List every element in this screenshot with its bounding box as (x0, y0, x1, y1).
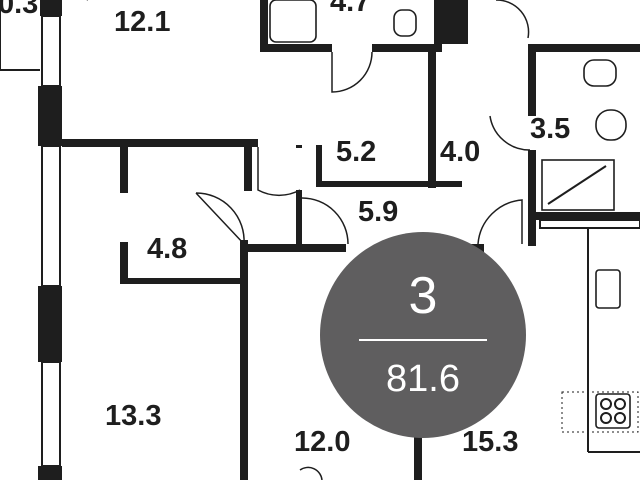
area-kitchen: 15.3 (462, 426, 519, 458)
doors (195, 0, 531, 480)
area-room-top-left: 12.1 (114, 6, 171, 38)
area-bathroom-right: 3.5 (530, 113, 571, 145)
area-balcony: 0.3 (0, 0, 39, 20)
area-room-left: 13.3 (105, 400, 162, 432)
total-area: 81.6 (386, 358, 460, 400)
room-count: 3 (408, 267, 438, 325)
apartment-summary-badge: 3 81.6 (320, 232, 526, 438)
kitchen-fixtures (539, 219, 640, 453)
area-wardrobe: 4.8 (147, 233, 188, 265)
exterior-wall-left (38, 0, 62, 480)
balcony (0, 0, 88, 71)
area-hallway: 5.9 (358, 196, 399, 228)
area-bathroom-top: 4.7 (330, 0, 371, 18)
area-closet-center: 5.2 (336, 136, 377, 168)
area-room-center: 12.0 (294, 426, 351, 458)
bath-fixtures (269, 0, 627, 211)
badge-divider (359, 339, 487, 341)
area-closet-right: 4.0 (440, 136, 481, 168)
